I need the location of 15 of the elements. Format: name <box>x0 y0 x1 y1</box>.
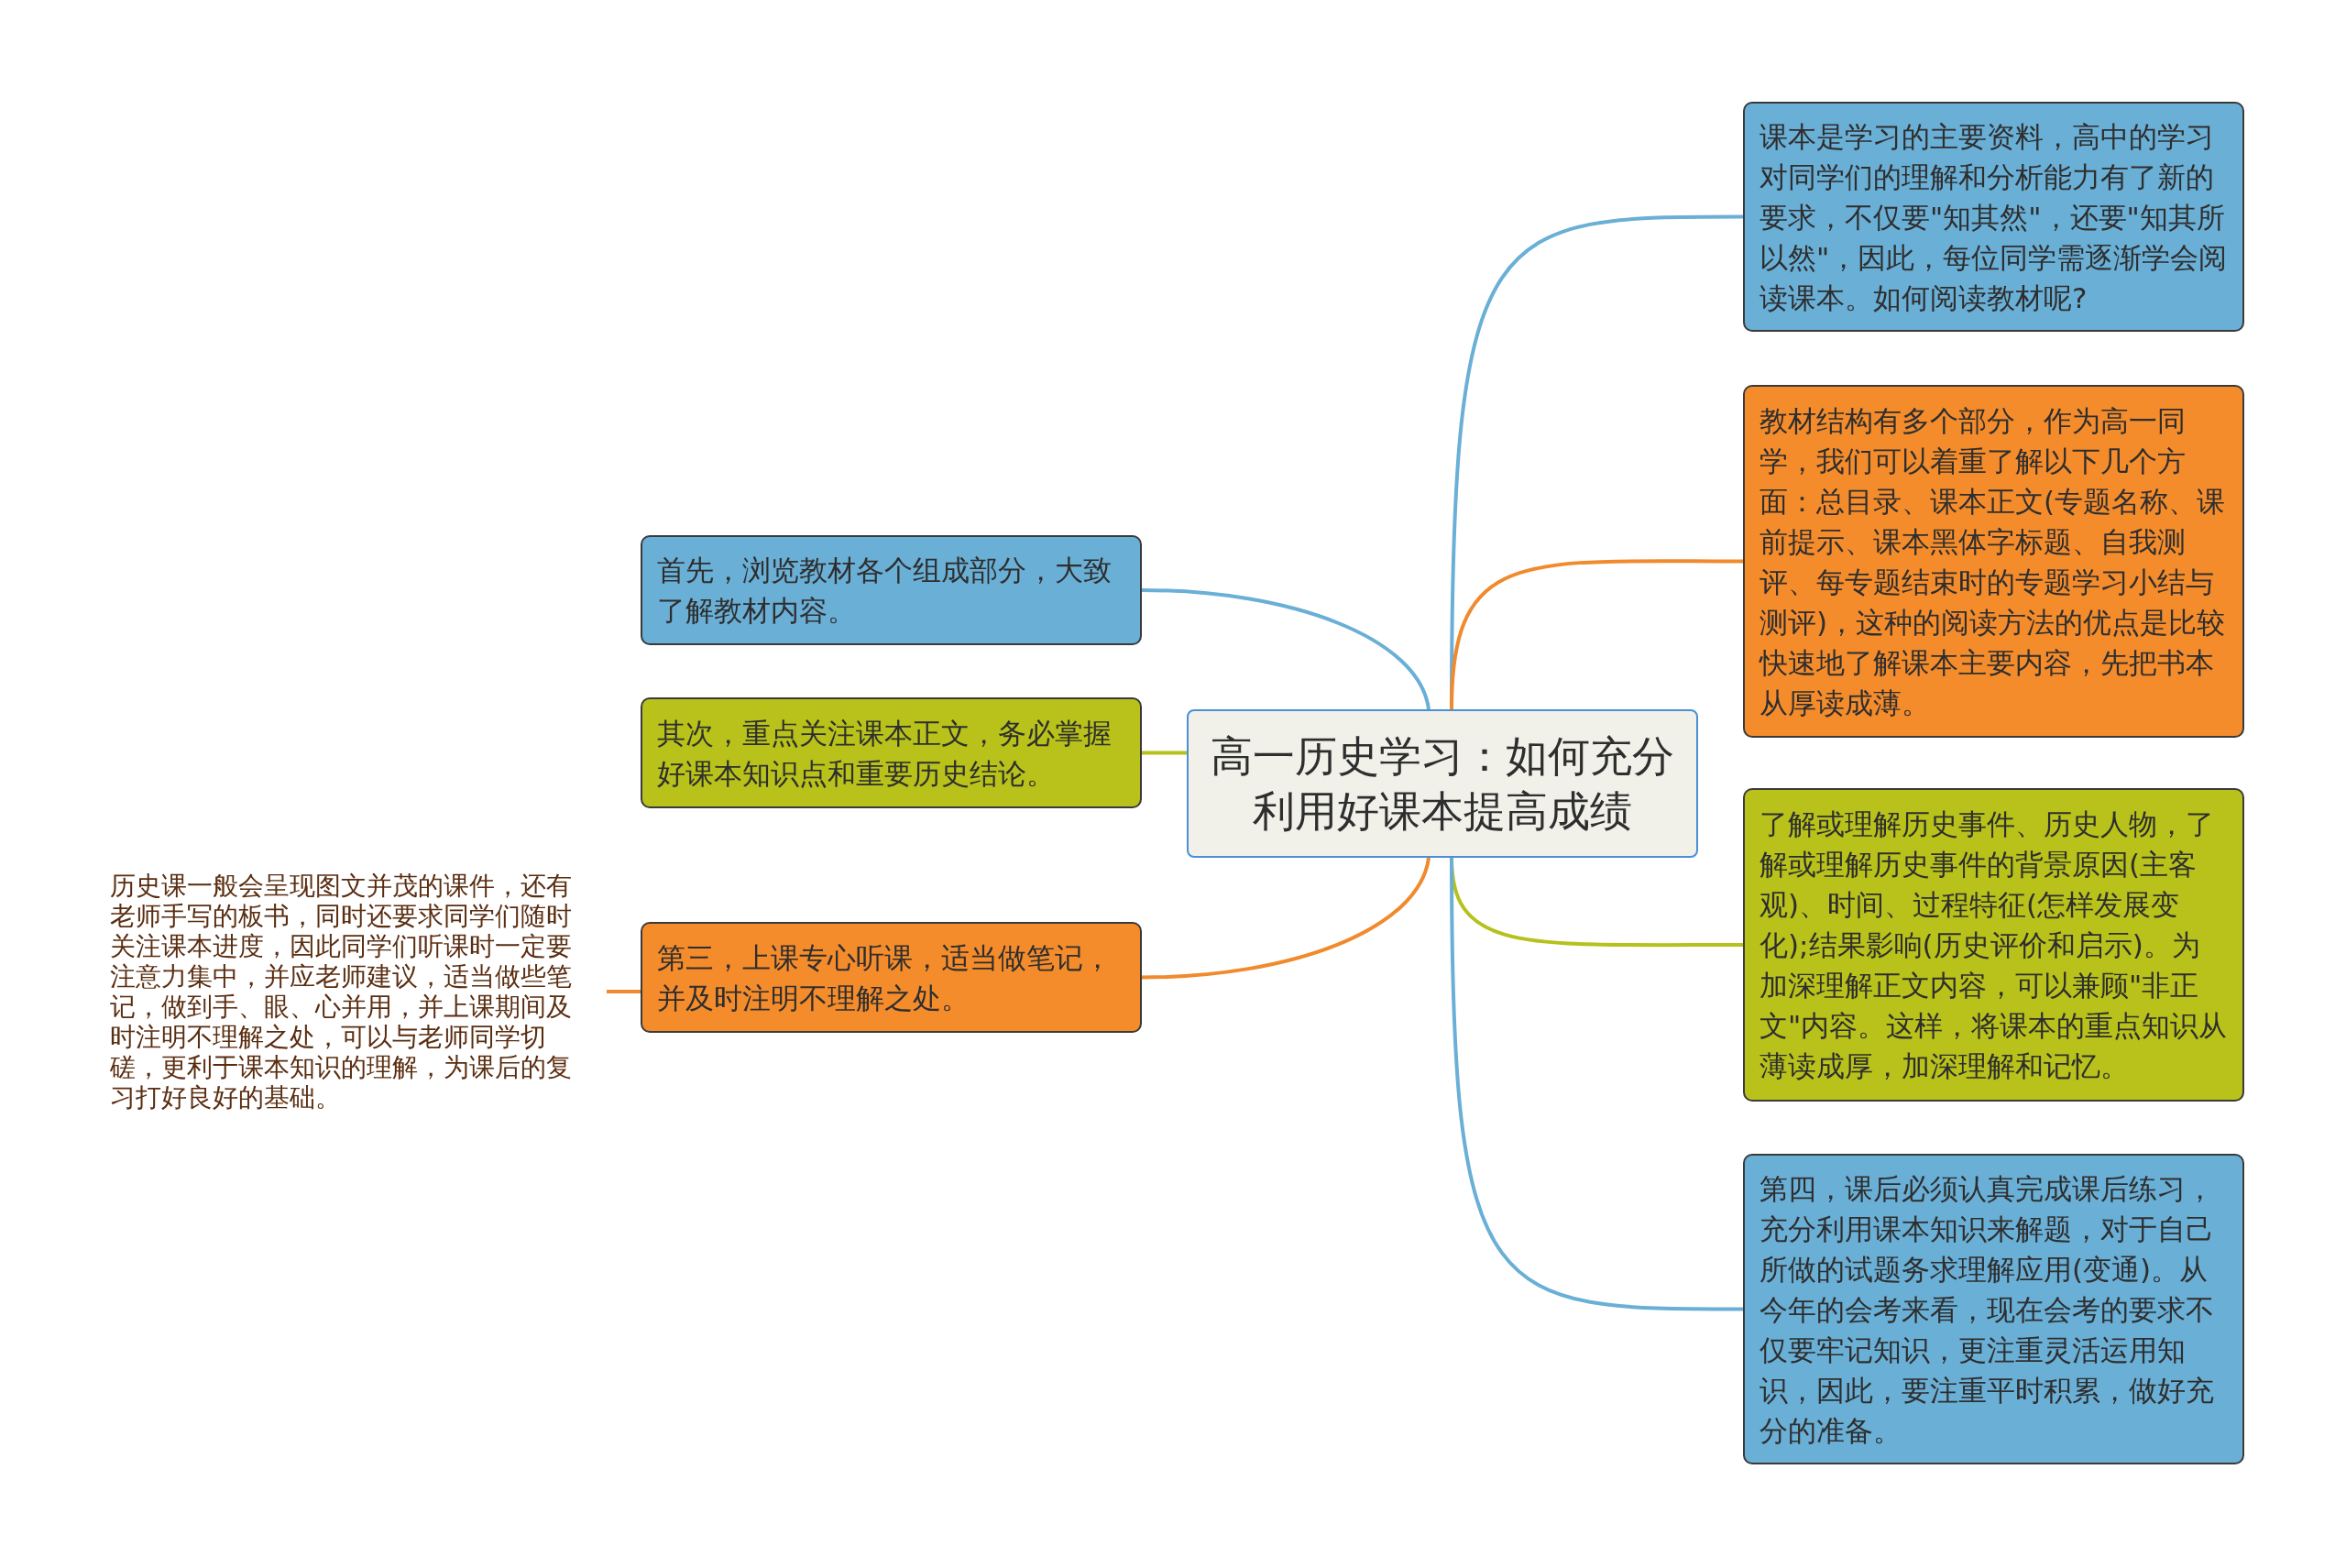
connector-line <box>1450 559 1743 710</box>
topic-box: 第四，课后必须认真完成课后练习，充分利用课本知识来解题，对于自己所做的试题务求理解应用(变通)。从今年的会考来看，现在会考的要求不仅要牢记知识，更注重灵活运用知识，因此，要注重平时积累，做好充分的准备。 <box>1743 1154 2244 1464</box>
topic-box: 教材结构有多个部分，作为高一同学，我们可以着重了解以下几个方面：总目录、课本正文(专题名称、课前提示、课本黑体字标题、自我测评、每专题结束时的专题学习小结与测评)，这种的阅读方法的优点是比较快速地了解课本主要内容，先把书本从厚读成薄。 <box>1743 385 2244 738</box>
topic-box: 课本是学习的主要资料，高中的学习对同学们的理解和分析能力有了新的要求，不仅要"知其然"，还要"知其所以然"，因此，每位同学需逐渐学会阅读课本。如何阅读教材呢? <box>1743 102 2244 332</box>
note-text: 历史课一般会呈现图文并茂的课件，还有老师手写的板书，同时还要求同学们随时关注课本进度，因此同学们听课时一定要注意力集中，并应老师建议，适当做些笔记，做到手、眼、心并用，并上课期间及时注明不理解之处，可以与老师同学切磋，更利于课本知识的理解，为课后的复习打好良好的基础。 <box>110 871 596 1113</box>
topic-box: 了解或理解历史事件、历史人物，了解或理解历史事件的背景原因(主客观)、时间、过程特征(怎样发展变化);结果影响(历史评价和启示)。为加深理解正文内容，可以兼顾"非正文"内容。这样，将课本的重点知识从薄读成厚，加深理解和记忆。 <box>1743 788 2244 1102</box>
topic-box: 第三，上课专心听课，适当做笔记，并及时注明不理解之处。 <box>641 922 1142 1033</box>
connector-line <box>1450 858 1743 1311</box>
connector-line <box>607 990 641 993</box>
central-topic-box: 高一历史学习：如何充分利用好课本提高成绩 <box>1187 709 1698 858</box>
topic-box: 首先，浏览教材各个组成部分，大致了解教材内容。 <box>641 535 1142 645</box>
topic-box: 其次，重点关注课本正文，务必掌握好课本知识点和重要历史结论。 <box>641 697 1142 808</box>
connector-line <box>1142 751 1187 755</box>
connector-line <box>1141 588 1431 710</box>
connector-line <box>1141 857 1431 980</box>
